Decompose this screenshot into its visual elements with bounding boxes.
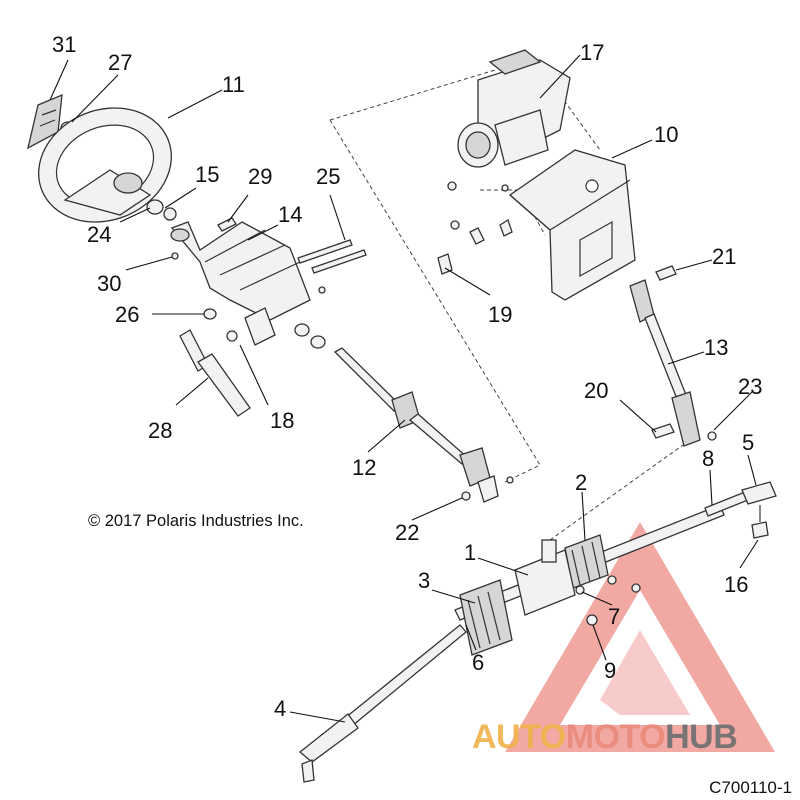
lower-steering-shaft-part [629, 279, 717, 447]
assembly-dashed-lines [329, 69, 691, 541]
bracket-bolt-part [437, 181, 513, 275]
callout-14: 14 [278, 202, 302, 227]
tie-rod-nut-part [751, 505, 769, 539]
power-steering-unit-part [457, 49, 571, 168]
callout-11: 11 [222, 72, 245, 97]
small-nut-part [171, 252, 179, 260]
steering-wheel-part [38, 107, 172, 223]
callout-2: 2 [575, 470, 587, 495]
figure-code: C700110-1 [709, 778, 792, 797]
callout-31: 31 [52, 32, 76, 57]
right-tie-rod-part [704, 481, 777, 517]
watermark-word-auto: AUTO [472, 718, 566, 756]
callout-9: 9 [604, 658, 616, 683]
callout-23: 23 [738, 374, 762, 399]
callout-25: 25 [316, 164, 340, 189]
callout-8: 8 [702, 446, 714, 471]
tilt-hardware-part [203, 307, 276, 346]
callout-26: 26 [115, 302, 139, 327]
callout-13: 13 [704, 335, 728, 360]
callout-15: 15 [195, 162, 219, 187]
watermark-word-hub: HUB [665, 718, 738, 756]
callout-3: 3 [418, 568, 430, 593]
callout-16: 16 [724, 572, 748, 597]
callout-7: 7 [608, 604, 620, 629]
callout-21: 21 [712, 244, 736, 269]
callout-12: 12 [352, 455, 376, 480]
long-bolt-part [297, 239, 367, 294]
watermark-logo: AUTOMOTOHUB [472, 718, 738, 757]
leader-lines [49, 54, 759, 723]
callout-1: 1 [464, 540, 476, 565]
eps-mount-bracket-part [508, 149, 636, 301]
callout-29: 29 [248, 164, 272, 189]
intermediate-shaft-part [294, 323, 514, 503]
callout-19: 19 [488, 302, 512, 327]
bolt-part [217, 217, 237, 232]
pinch-bolt-part [655, 265, 677, 281]
callout-5: 5 [742, 430, 754, 455]
callout-labels: 31 27 11 15 29 25 14 24 30 26 28 18 17 1… [52, 32, 762, 721]
callout-30: 30 [97, 271, 121, 296]
column-bracket-part [170, 221, 311, 321]
callout-6: 6 [472, 650, 484, 675]
steering-rack-part [454, 504, 725, 656]
bushing-part [146, 199, 177, 221]
callout-10: 10 [654, 122, 678, 147]
callout-18: 18 [270, 408, 294, 433]
callout-4: 4 [274, 696, 286, 721]
gas-strut-part [179, 329, 251, 417]
callout-24: 24 [87, 222, 111, 247]
callout-17: 17 [580, 40, 604, 65]
callout-20: 20 [584, 378, 608, 403]
callout-28: 28 [148, 418, 172, 443]
watermark-triangle-icon [505, 522, 775, 752]
callout-22: 22 [395, 520, 419, 545]
callout-27: 27 [108, 50, 132, 75]
left-tie-rod-part [298, 624, 467, 783]
copyright-notice: © 2017 Polaris Industries Inc. [88, 512, 304, 530]
watermark-word-moto: MOTO [565, 718, 666, 756]
